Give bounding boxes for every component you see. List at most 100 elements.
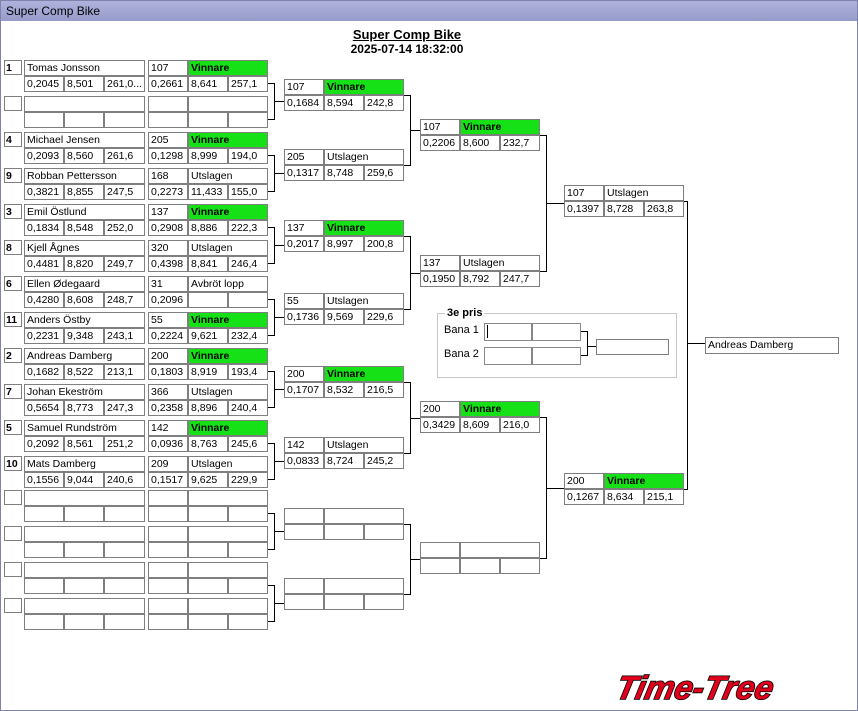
round2-result-elapsed-time: 8,748 — [324, 165, 364, 181]
heat-result-reaction-time: 0,2224 — [148, 328, 188, 344]
rider-reaction-time: 0,2045 — [24, 76, 64, 92]
rider-name[interactable]: Andreas Damberg — [24, 348, 145, 364]
heat-result-speed — [228, 112, 268, 128]
heat-result-reaction-time — [148, 506, 188, 522]
seed-box[interactable]: 10 — [4, 456, 22, 471]
rider-name[interactable]: Michael Jensen — [24, 132, 145, 148]
heat-result-elapsed-time: 8,896 — [188, 400, 228, 416]
connector-line — [268, 443, 274, 444]
seed-box[interactable] — [4, 562, 22, 577]
third-place-result[interactable] — [596, 339, 669, 355]
third-lane-1-result[interactable] — [532, 323, 581, 341]
connector-line — [410, 273, 420, 274]
heat-result-reaction-time: 0,1803 — [148, 364, 188, 380]
rider-elapsed-time: 8,561 — [64, 436, 104, 452]
rider-name[interactable]: Mats Damberg — [24, 456, 145, 472]
round3-result-speed: 232,7 — [500, 135, 540, 151]
heat-result-reaction-time — [148, 112, 188, 128]
seed-box[interactable]: 11 — [4, 312, 22, 327]
seed-box[interactable]: 9 — [4, 168, 22, 183]
connector-line — [268, 407, 274, 408]
heat-result-speed: 240,4 — [228, 400, 268, 416]
connector-line — [404, 236, 410, 237]
round3-result-elapsed-time: 8,609 — [460, 417, 500, 433]
heat-result-number: 31 — [148, 276, 188, 292]
rider-speed — [104, 578, 145, 594]
rider-name[interactable] — [24, 96, 145, 112]
heat-result-elapsed-time — [188, 542, 228, 558]
heat-result-elapsed-time: 11,433 — [188, 184, 228, 200]
heat-result-speed — [228, 506, 268, 522]
heat-result-elapsed-time: 9,621 — [188, 328, 228, 344]
seed-box[interactable] — [4, 598, 22, 613]
connector-line — [546, 203, 564, 204]
heat-result-status — [188, 96, 268, 112]
round3-result-status: Vinnare — [460, 119, 540, 135]
seed-box[interactable]: 6 — [4, 276, 22, 291]
round3-result-status — [460, 542, 540, 558]
round3-result-reaction-time: 0,2206 — [420, 135, 460, 151]
seed-box[interactable]: 7 — [4, 384, 22, 399]
rider-reaction-time — [24, 578, 64, 594]
seed-box[interactable] — [4, 526, 22, 541]
round2-result-number: 55 — [284, 293, 324, 309]
connector-line — [268, 83, 274, 84]
rider-name[interactable]: Anders Östby — [24, 312, 145, 328]
time-tree-logo: Time-Tree — [612, 670, 778, 707]
lane-1-label: Bana 1 — [444, 324, 479, 336]
rider-name[interactable]: Emil Östlund — [24, 204, 145, 220]
third-lane-2-input[interactable] — [484, 347, 532, 365]
rider-name[interactable]: Kjell Ågnes — [24, 240, 145, 256]
heat-result-status: Utslagen — [188, 456, 268, 472]
connector-line — [404, 524, 410, 525]
round4-result-reaction-time: 0,1397 — [564, 201, 604, 217]
rider-name[interactable] — [24, 490, 145, 506]
round2-result-speed: 245,2 — [364, 453, 404, 469]
seed-box[interactable]: 2 — [4, 348, 22, 363]
heat-result-elapsed-time — [188, 112, 228, 128]
rider-elapsed-time — [64, 578, 104, 594]
seed-box[interactable] — [4, 96, 22, 111]
rider-elapsed-time: 8,855 — [64, 184, 104, 200]
round2-result-number — [284, 508, 324, 524]
rider-name[interactable]: Samuel Rundström — [24, 420, 145, 436]
seed-box[interactable] — [4, 490, 22, 505]
rider-speed — [104, 506, 145, 522]
rider-reaction-time — [24, 614, 64, 630]
heat-result-reaction-time: 0,2661 — [148, 76, 188, 92]
rider-name[interactable]: Ellen Ødegaard — [24, 276, 145, 292]
seed-box[interactable]: 4 — [4, 132, 22, 147]
rider-elapsed-time — [64, 112, 104, 128]
heat-result-elapsed-time — [188, 506, 228, 522]
heat-result-speed: 257,1 — [228, 76, 268, 92]
round2-result-speed: 200,8 — [364, 236, 404, 252]
round2-result-number: 137 — [284, 220, 324, 236]
seed-box[interactable]: 3 — [4, 204, 22, 219]
heat-result-speed — [228, 578, 268, 594]
rider-name[interactable]: Robban Pettersson — [24, 168, 145, 184]
round2-result-speed — [364, 524, 404, 540]
connector-line — [268, 479, 274, 480]
rider-name[interactable] — [24, 562, 145, 578]
title-bar: Super Comp Bike — [1, 1, 857, 21]
rider-reaction-time: 0,1682 — [24, 364, 64, 380]
seed-box[interactable]: 5 — [4, 420, 22, 435]
rider-name[interactable] — [24, 526, 145, 542]
heat-result-status: Vinnare — [188, 420, 268, 436]
round3-result-elapsed-time: 8,600 — [460, 135, 500, 151]
rider-name[interactable] — [24, 598, 145, 614]
third-lane-2-result[interactable] — [532, 347, 581, 365]
rider-speed — [104, 112, 145, 128]
round2-result-status — [324, 578, 404, 594]
seed-box[interactable]: 1 — [4, 60, 22, 75]
third-lane-1-input[interactable] — [484, 323, 532, 341]
heat-result-number — [148, 490, 188, 506]
rider-name[interactable]: Johan Ekeström — [24, 384, 145, 400]
round4-result-reaction-time: 0,1267 — [564, 489, 604, 505]
seed-box[interactable]: 8 — [4, 240, 22, 255]
round2-result-speed: 216,5 — [364, 382, 404, 398]
heat-result-number: 209 — [148, 456, 188, 472]
heat-result-reaction-time: 0,4398 — [148, 256, 188, 272]
rider-name[interactable]: Tomas Jonsson — [24, 60, 145, 76]
rider-reaction-time: 0,4280 — [24, 292, 64, 308]
